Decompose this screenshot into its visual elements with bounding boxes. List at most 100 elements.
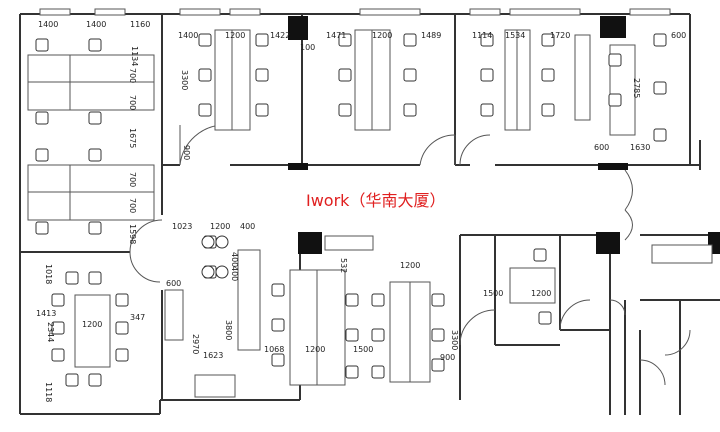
dim-label: 1630	[630, 143, 650, 152]
chair	[198, 68, 212, 82]
dim-label: 100	[300, 43, 315, 52]
dim-label: 1500	[483, 289, 503, 298]
chair	[51, 321, 65, 335]
chair	[608, 93, 622, 107]
chair	[608, 53, 622, 67]
dim-label: 1720	[550, 31, 570, 40]
chair	[431, 358, 445, 372]
chair	[480, 68, 494, 82]
dim-label: 3300	[180, 70, 189, 90]
chair	[538, 311, 552, 325]
dim-label: 400	[230, 252, 239, 267]
chair	[88, 271, 102, 285]
dim-label: 1471	[326, 31, 346, 40]
dim-label: 1200	[225, 31, 245, 40]
dim-label: 2344	[46, 322, 55, 342]
chair	[371, 365, 385, 379]
chair	[35, 111, 49, 125]
chair	[65, 373, 79, 387]
chair	[198, 103, 212, 117]
stool	[215, 235, 229, 249]
dim-label: 700	[128, 95, 137, 110]
dim-label: 1200	[400, 261, 420, 270]
chair	[115, 348, 129, 362]
dim-label: 1200	[531, 289, 551, 298]
chair	[65, 271, 79, 285]
dim-label: 1118	[44, 382, 53, 402]
dim-label: 1413	[36, 309, 56, 318]
stool	[201, 235, 215, 249]
dimension-labels: 1400 1400 1160 1134 700 700 1675 700 700…	[36, 20, 686, 402]
chair	[51, 293, 65, 307]
dim-label: 1534	[505, 31, 525, 40]
dim-label: 1675	[128, 128, 137, 148]
chair	[338, 68, 352, 82]
chair	[88, 38, 102, 52]
dim-label: 3800	[224, 320, 233, 340]
chair	[255, 33, 269, 47]
dim-label: 347	[130, 313, 145, 322]
chair	[403, 33, 417, 47]
chair	[541, 103, 555, 117]
chair	[115, 321, 129, 335]
chair	[345, 293, 359, 307]
dim-label: 1500	[353, 345, 373, 354]
chair	[403, 68, 417, 82]
dim-label: 900	[182, 145, 191, 160]
dim-label: 600	[166, 279, 181, 288]
dim-label: 1018	[44, 264, 53, 284]
dim-label: 2970	[191, 334, 200, 354]
chair	[371, 328, 385, 342]
doors	[129, 124, 691, 386]
dim-label: 1400	[178, 31, 198, 40]
chair	[480, 33, 494, 47]
chair	[338, 33, 352, 47]
dim-label: 1114	[472, 31, 492, 40]
chair	[431, 293, 445, 307]
chair	[255, 103, 269, 117]
plan-title: Iwork（华南大厦）	[306, 191, 445, 210]
chair	[541, 33, 555, 47]
dim-label: 400	[230, 266, 239, 281]
chairs	[35, 33, 667, 387]
dim-label: 3300	[450, 330, 459, 350]
dim-label: 1623	[203, 351, 223, 360]
dim-label: 600	[671, 31, 686, 40]
dim-label: 600	[594, 143, 609, 152]
chair	[115, 293, 129, 307]
chair	[345, 365, 359, 379]
chair	[653, 81, 667, 95]
stool	[201, 265, 215, 279]
desks	[27, 29, 713, 398]
chair	[35, 221, 49, 235]
dim-label: 532	[339, 258, 348, 273]
stool	[215, 265, 229, 279]
dim-label: 1160	[130, 20, 150, 29]
chair	[403, 103, 417, 117]
chair	[271, 318, 285, 332]
dim-label: 1200	[82, 320, 102, 329]
dim-label: 2785	[632, 78, 641, 98]
dim-label: 700	[128, 172, 137, 187]
chair	[480, 103, 494, 117]
chair	[35, 38, 49, 52]
dim-label: 1068	[264, 345, 284, 354]
chair	[88, 221, 102, 235]
dim-label: 400	[240, 222, 255, 231]
chair	[88, 373, 102, 387]
chair	[51, 348, 65, 362]
dim-label: 1200	[372, 31, 392, 40]
chair	[653, 128, 667, 142]
windows	[39, 8, 671, 16]
dim-label: 700	[128, 198, 137, 213]
chair	[88, 148, 102, 162]
chair	[345, 328, 359, 342]
dim-label: 1200	[305, 345, 325, 354]
dim-label: 1134	[130, 46, 139, 66]
dim-label: 700	[128, 68, 137, 83]
dim-label: 1400	[86, 20, 106, 29]
dim-label: 1200	[210, 222, 230, 231]
chair	[533, 248, 547, 262]
dim-label: 1422	[270, 31, 290, 40]
